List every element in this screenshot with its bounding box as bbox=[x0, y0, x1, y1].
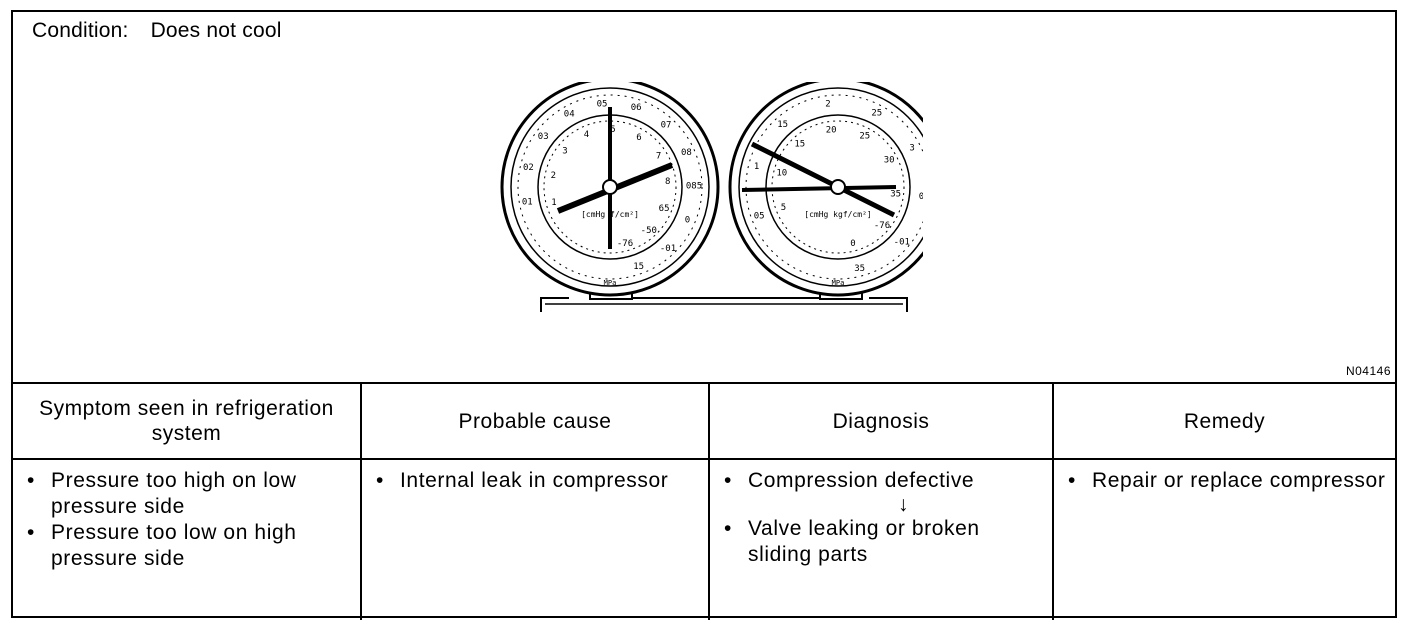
remedy-cell: •Repair or replace compressor bbox=[1054, 460, 1395, 494]
list-item: •Compression defective bbox=[724, 469, 975, 492]
diagnosis-text: Compression defective bbox=[748, 469, 975, 492]
symptom-header: Symptom seen in refrigeration system bbox=[13, 384, 360, 460]
high-gauge-inner-label: 5 bbox=[781, 203, 786, 213]
high-gauge-outer-label: 2 bbox=[825, 100, 830, 110]
low-gauge-inner-label: -50 bbox=[641, 226, 657, 236]
high-gauge-units: [cmHg kgf/cm²] bbox=[804, 210, 871, 219]
low-gauge-outer-label: 06 bbox=[631, 103, 642, 113]
cause-header: Probable cause bbox=[362, 384, 708, 460]
high-gauge-mpa: MPa bbox=[832, 279, 845, 287]
high-gauge-inner-label: 35 bbox=[890, 189, 901, 199]
diagnosis-text: Valve leaking or broken sliding parts bbox=[748, 517, 980, 566]
high-gauge-outer-label: 15 bbox=[777, 120, 788, 130]
condition-value: Does not cool bbox=[150, 19, 282, 42]
low-gauge-inner-label: 65 bbox=[659, 204, 670, 214]
high-needle-horizontal bbox=[741, 185, 897, 192]
low-gauge-mpa: MPa bbox=[604, 279, 617, 287]
diagnosis-header: Diagnosis bbox=[710, 384, 1052, 460]
high-gauge-outer-label: 0 bbox=[919, 192, 923, 202]
condition-label: Condition: bbox=[32, 19, 129, 42]
low-gauge-outer-label: 01 bbox=[522, 198, 533, 208]
low-gauge-inner-label: 5 bbox=[610, 125, 615, 135]
symptom-cell: •Pressure too high on low pressure side … bbox=[13, 460, 360, 572]
figure-code: N04146 bbox=[1345, 364, 1391, 378]
low-gauge-inner-label: 1 bbox=[551, 198, 556, 208]
low-gauge-inner-label: 6 bbox=[636, 133, 641, 143]
low-gauge-inner-label: 8 bbox=[665, 177, 670, 187]
low-gauge-outer-label: 15 bbox=[633, 262, 644, 272]
low-pressure-gauge: 01 02 03 04 05 06 07 08 085 0 -01 15 1 2 3 4 5 6 7 8 65 -50-… bbox=[500, 82, 720, 297]
low-gauge-inner-label: 2 bbox=[551, 171, 556, 181]
symptom-column: Symptom seen in refrigeration system •Pr… bbox=[13, 384, 360, 620]
list-item: •Internal leak in compressor bbox=[376, 469, 669, 492]
low-gauge-outer-label: 085 bbox=[686, 182, 702, 192]
high-gauge-inner-label: 15 bbox=[794, 139, 805, 149]
high-gauge-inner-label: 20 bbox=[826, 125, 837, 135]
low-gauge-outer-label: 04 bbox=[564, 110, 575, 120]
high-gauge-outer-label: 1 bbox=[754, 162, 759, 172]
high-gauge-inner-label: 25 bbox=[859, 132, 870, 142]
cause-column: Probable cause •Internal leak in compres… bbox=[360, 384, 708, 620]
diagnosis-table: Symptom seen in refrigeration system •Pr… bbox=[13, 382, 1395, 620]
high-needle-long bbox=[750, 141, 896, 218]
low-gauge-outer-label: 02 bbox=[523, 163, 534, 173]
low-gauge-inner-label: 4 bbox=[584, 130, 589, 140]
high-gauge-outer-label: 05 bbox=[754, 212, 765, 222]
list-item: •Pressure too high on low pressure side bbox=[27, 468, 352, 520]
low-gauge-outer-label: 07 bbox=[661, 120, 672, 130]
remedy-text: Repair or replace compressor bbox=[1092, 469, 1386, 492]
low-gauge-outer-label: 0 bbox=[685, 216, 690, 226]
diagnosis-cell: •Compression defective ↓ •Valve leaking … bbox=[710, 460, 1052, 568]
high-gauge-inner-label: -76 bbox=[874, 221, 890, 231]
remedy-header: Remedy bbox=[1054, 384, 1395, 460]
list-item: •Pressure too low on high pressure side bbox=[27, 520, 352, 572]
symptom-text: Pressure too low on high pressure side bbox=[51, 521, 297, 570]
remedy-column: Remedy •Repair or replace compressor bbox=[1052, 384, 1395, 620]
condition-line: Condition: Does not cool bbox=[32, 19, 282, 43]
symptom-text: Pressure too high on low pressure side bbox=[51, 469, 297, 518]
high-gauge-outer-label: 3 bbox=[909, 143, 914, 153]
high-gauge-inner-label: 30 bbox=[884, 156, 895, 166]
down-arrow-icon: ↓ bbox=[898, 493, 910, 516]
low-gauge-outer-label: 05 bbox=[597, 99, 608, 109]
low-gauge-outer-label: 03 bbox=[538, 132, 549, 142]
cause-cell: •Internal leak in compressor bbox=[362, 460, 708, 494]
list-item: •Valve leaking or broken sliding parts bbox=[724, 516, 1044, 568]
low-gauge-inner-label: 3 bbox=[562, 147, 567, 157]
list-item: •Repair or replace compressor bbox=[1068, 469, 1386, 492]
low-gauge-outer-label: -01 bbox=[660, 244, 676, 254]
high-gauge-inner-label: 10 bbox=[776, 169, 787, 179]
low-gauge-inner-label: -76 bbox=[617, 239, 633, 249]
high-gauge-outer-label: -01 bbox=[894, 238, 910, 248]
low-gauge-outer-label: 08 bbox=[681, 148, 692, 158]
diagnosis-column: Diagnosis •Compression defective ↓ •Valv… bbox=[708, 384, 1052, 620]
cause-text: Internal leak in compressor bbox=[400, 469, 669, 492]
high-gauge-outer-label: 35 bbox=[854, 264, 865, 274]
high-gauge-outer-label: 25 bbox=[871, 109, 882, 119]
high-gauge-inner-label: 0 bbox=[850, 239, 855, 249]
low-gauge-inner-label: 7 bbox=[656, 151, 661, 161]
